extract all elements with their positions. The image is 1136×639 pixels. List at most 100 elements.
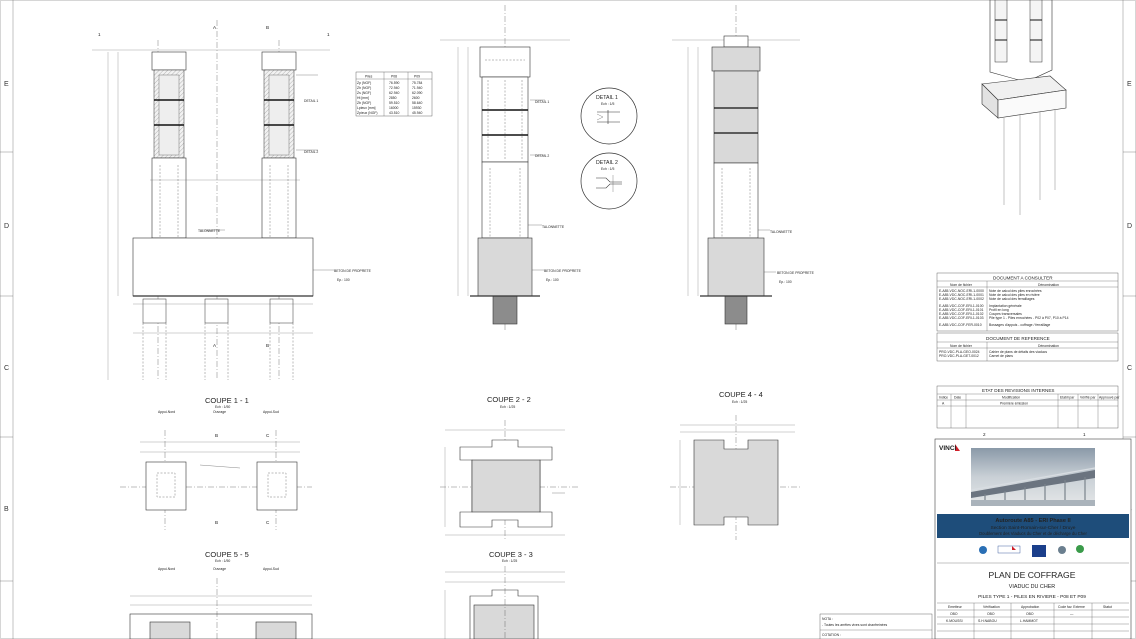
rev-header-modif: Modification <box>1002 396 1020 400</box>
section-4-title: COUPE 4 - 4 <box>719 390 763 399</box>
elevation-front: A B 1 1 A B <box>92 20 372 380</box>
table-row: A Première émission <box>942 402 1028 406</box>
detail-1-scale: Ech : 1/5 <box>601 102 614 106</box>
section-4-scale: Ech : 1/25 <box>732 400 747 404</box>
notes-cotation: COTATION : <box>822 633 841 637</box>
svg-text:E-A85-VDC-NOC-ERI-1-0002: E-A85-VDC-NOC-ERI-1-0002 <box>939 297 984 301</box>
svg-text:E-A85-VDC-COF-ERI-1-0101: E-A85-VDC-COF-ERI-1-0101 <box>939 308 984 312</box>
svg-text:—: — <box>1070 612 1074 616</box>
callout-detail2-a: DETAIL 2 <box>304 150 318 154</box>
edge-letter-c-left: C <box>4 365 9 372</box>
rev-header-verifie: Vérifié par <box>1080 396 1096 400</box>
svg-text:72.940: 72.940 <box>389 86 399 90</box>
svg-text:E-A85-VDC-NOC-ERI-1-0001: E-A85-VDC-NOC-ERI-1-0001 <box>939 293 984 297</box>
levels-table: Piles P08 P09 Zp (NGF) 76.590 75.784 Zh … <box>355 71 433 117</box>
levels-row: Zp (NGF) 76.590 75.784 <box>357 81 422 85</box>
vinci-logo: VINCI <box>939 444 960 452</box>
levels-row: Ht [mm] 2850 2600 <box>357 96 420 100</box>
svg-text:62.940: 62.940 <box>389 91 399 95</box>
svg-text:E-A85-VDC-COF-ERI-1-0103: E-A85-VDC-COF-ERI-1-0103 <box>939 316 984 320</box>
svg-text:2600: 2600 <box>412 96 420 100</box>
section-2-title: COUPE 2 - 2 <box>487 395 531 404</box>
svg-text:Profil en long: Profil en long <box>989 308 1009 312</box>
callout-detail1-b: DETAIL 1 <box>535 100 549 104</box>
callout-talonnette-a: TALONNETTE <box>198 229 221 233</box>
doc-consult-title: DOCUMENT A CONSULTER <box>993 276 1053 281</box>
edge-letter-c-right: C <box>1127 365 1132 372</box>
levels-row: Zpieux (NGF) 43.510 45.940 <box>357 111 422 115</box>
callout-beton-b: BETON DE PROPRETE <box>544 269 582 273</box>
table-row: E-A85-VDC-COF-ERI-1-0101 Profil en long <box>939 308 1009 312</box>
svg-text:16000: 16000 <box>389 106 399 110</box>
doc-ref-header-file: Nom de fichier <box>950 344 973 348</box>
levels-row: Zh (NGF) 72.940 71.940 <box>357 86 422 90</box>
svg-text:Première émission: Première émission <box>1000 402 1028 406</box>
section-mark-a: A <box>213 25 217 30</box>
elevation-side-2: DETAIL 1 DETAIL 2 TALONNETTE BETON DE PR… <box>440 5 582 330</box>
callout-detail1-a: DETAIL 1 <box>304 99 318 103</box>
levels-row: Zs (NGF) 62.940 62.090 <box>357 91 422 95</box>
svg-text:43.510: 43.510 <box>389 111 399 115</box>
coupe1-mark-b: B <box>215 433 218 438</box>
section-3-title: COUPE 3 - 3 <box>489 550 533 559</box>
levels-header-piles: Piles <box>365 75 373 79</box>
footer-header-statut: Statut <box>1103 605 1112 609</box>
revisions-table: ETAT DES REVISIONS INTERNES Indice Date … <box>936 385 1120 429</box>
svg-text:A: A <box>942 402 945 406</box>
detail-1: DETAIL 1 Ech : 1/5 <box>580 87 638 145</box>
svg-text:Ht [mm]: Ht [mm] <box>357 96 369 100</box>
section-1-scale: Ech : 1/50 <box>215 405 230 409</box>
svg-text:Carnet de plans: Carnet de plans <box>989 354 1013 358</box>
svg-text:Zb (NGF): Zb (NGF) <box>357 101 371 105</box>
svg-text:Lpieux [mm]: Lpieux [mm] <box>357 106 376 110</box>
footer-header-verif: Vérification <box>983 605 1000 609</box>
doc-ref-header-name: Dénomination <box>1038 344 1059 348</box>
section-5-scale: Ech : 1/50 <box>215 559 230 563</box>
svg-text:OBO: OBO <box>1026 612 1034 616</box>
label-appui-sud-2: Appui-Sud <box>263 567 279 571</box>
detail-2: DETAIL 2 Ech : 1/5 <box>580 152 638 210</box>
section-mark-a-bottom: A <box>213 343 217 348</box>
table-row: K.MOUSSI S.H.NABOU L.HAMMOT <box>946 619 1038 623</box>
detail-2-scale: Ech : 1/5 <box>601 167 614 171</box>
section-5-title: COUPE 5 - 5 <box>205 550 249 559</box>
section-mark-b: B <box>266 25 269 30</box>
section-mark-b-bottom: B <box>266 343 269 348</box>
project-band <box>937 514 1129 538</box>
label-ouvrage: Ouvrage <box>213 410 226 414</box>
label-appui-nord-2: Appui-Nord <box>158 567 175 571</box>
footer-header-approb: Approbation <box>1021 605 1039 609</box>
svg-text:71.940: 71.940 <box>412 86 422 90</box>
section-2-scale: Ech : 1/25 <box>500 405 515 409</box>
notes-title: NOTA : <box>822 617 833 621</box>
callout-talonnette-c: TALONNETTE <box>770 230 793 234</box>
elevation-side-3: TALONNETTE BETON DE PROPRETE Ep.: 100 <box>672 5 815 330</box>
svg-text:Zs (NGF): Zs (NGF) <box>357 91 371 95</box>
svg-text:L.HAMMOT: L.HAMMOT <box>1020 619 1038 623</box>
svg-text:Implantation générale: Implantation générale <box>989 304 1022 308</box>
doc-consult-table: DOCUMENT A CONSULTER Nom de fichier Déno… <box>936 272 1119 332</box>
rev-header-etabli: Etabli par <box>1060 396 1075 400</box>
svg-text:58.640: 58.640 <box>412 101 422 105</box>
svg-text:59.510: 59.510 <box>389 101 399 105</box>
footer-header-emetteur: Emetteur <box>948 605 963 609</box>
coupe1-mark-b-bottom: B <box>215 520 218 525</box>
levels-row: Lpieux [mm] 16000 15930 <box>357 106 422 110</box>
section-3-3: COUPE 3 - 3 Ech : 1/25 <box>444 550 565 639</box>
section-3-scale: Ech : 1/25 <box>502 559 517 563</box>
detail-2-title: DETAIL 2 <box>596 160 618 166</box>
callout-beton-a: BETON DE PROPRETE <box>334 269 372 273</box>
coupe1-mark-c: C <box>266 433 270 438</box>
svg-text:Zpieux (NGF): Zpieux (NGF) <box>357 111 378 115</box>
svg-text:S.H.NABOU: S.H.NABOU <box>978 619 997 623</box>
footer-header-code: Code fav. Externe <box>1058 605 1085 609</box>
title-block: VINCI Autoroute A85 - ERI Phase II Secti… <box>934 438 1132 639</box>
isometric-view <box>981 0 1067 215</box>
section-4-4: COUPE 4 - 4 Ech : 1/25 <box>670 390 800 540</box>
